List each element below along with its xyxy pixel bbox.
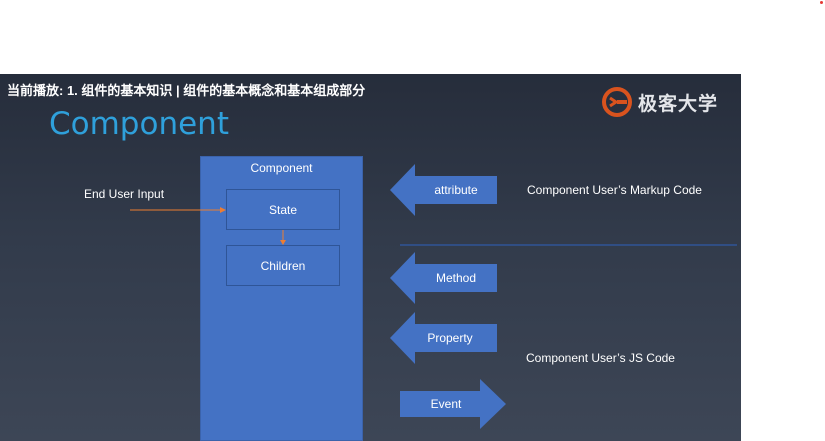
input-arrow-head bbox=[220, 207, 226, 213]
brand-logo: 极客大学 bbox=[601, 86, 718, 118]
event-arrow bbox=[400, 379, 506, 429]
state-children-arrow-head bbox=[280, 240, 286, 245]
component-label: Component bbox=[250, 161, 313, 175]
attribute-arrow bbox=[390, 164, 497, 216]
geek-logo-icon bbox=[602, 87, 632, 117]
video-player[interactable]: 当前播放: 1. 组件的基本知识 | 组件的基本概念和基本组成部分 极客大学 C… bbox=[0, 74, 741, 441]
method-label: Method bbox=[435, 271, 477, 285]
method-arrow bbox=[390, 252, 497, 304]
attribute-label: attribute bbox=[434, 183, 478, 197]
state-box: State bbox=[226, 189, 340, 230]
now-playing-title: 当前播放: 1. 组件的基本知识 | 组件的基本概念和基本组成部分 bbox=[7, 83, 366, 98]
notification-dot bbox=[820, 1, 823, 4]
property-arrow bbox=[390, 312, 497, 364]
end-user-input-label: End User Input bbox=[84, 187, 165, 201]
children-box: Children bbox=[226, 245, 340, 286]
brand-name: 极客大学 bbox=[638, 93, 719, 115]
event-label: Event bbox=[430, 397, 462, 411]
js-code-label: Component User’s JS Code bbox=[526, 351, 675, 365]
property-label: Property bbox=[427, 331, 473, 345]
diagram-shapes bbox=[130, 164, 737, 429]
markup-code-label: Component User’s Markup Code bbox=[527, 183, 702, 197]
slide-title: Component bbox=[49, 106, 229, 142]
